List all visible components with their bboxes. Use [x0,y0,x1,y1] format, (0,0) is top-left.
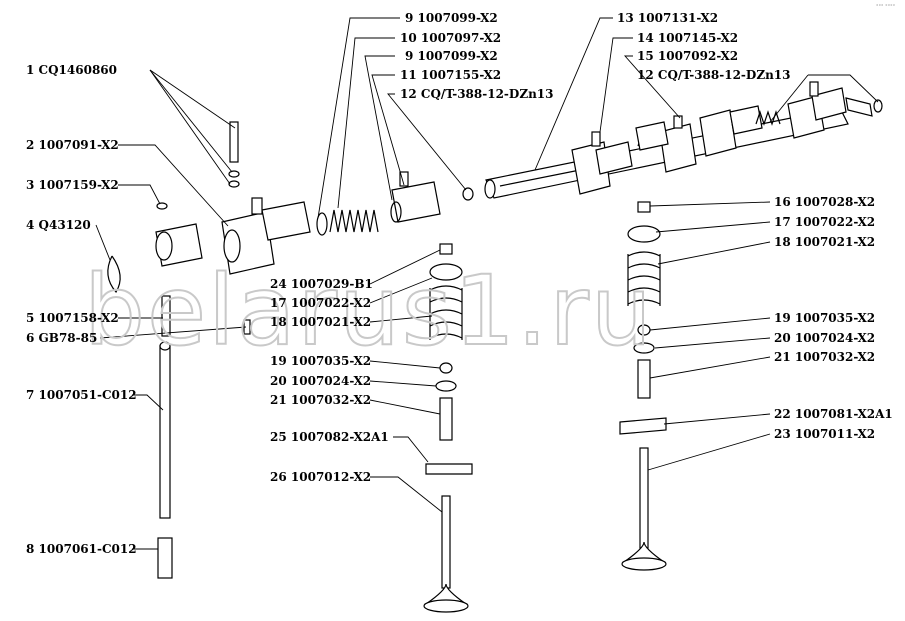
valve-middle [423,495,469,613]
valve-spring-right [627,225,661,306]
label-23: 23 1007011-X2 [774,427,875,441]
label-16: 16 1007028-X2 [774,195,875,209]
label-13: 13 1007131-X2 [617,11,718,25]
label-12-right: 12 CQ/T-388-12-DZn13 [637,68,791,82]
label-18-middle: 18 1007021-X2 [270,315,371,329]
label-4: 4 Q43120 [26,218,91,232]
split-pins [228,121,240,188]
rocker-arm-left-3 [390,171,441,223]
valve-cap-right [637,201,651,213]
label-1: 1 CQ1460860 [26,63,117,77]
label-26: 26 1007012-X2 [270,470,371,484]
valve-spring-middle [429,263,463,340]
valve-guide-right [637,359,651,399]
label-6: 6 GB78-85 [26,331,97,345]
label-7: 7 1007051-C012 [26,388,137,402]
valve-guide-middle [439,397,453,441]
rocker-arm-right-3 [699,105,763,157]
valve-cap-middle [439,243,453,255]
valve-right [621,447,667,571]
label-8: 8 1007061-C012 [26,542,137,556]
leader-lines [95,17,879,550]
push-rod [159,341,171,519]
rocker-spring-right-2 [755,110,781,126]
label-15: 15 1007092-X2 [637,49,738,63]
valve-seat-middle [425,463,473,475]
part-labels: 1 CQ1460860 2 1007091-X2 3 1007159-X2 4 … [26,11,893,556]
rocker-spring-left [316,209,379,236]
label-22: 22 1007081-X2A1 [774,407,893,421]
label-17-right: 17 1007022-X2 [774,215,875,229]
circlip [107,255,121,294]
valve-keeper-right [633,324,655,354]
rocker-arm-right-4 [787,81,847,139]
label-21-middle: 21 1007032-X2 [270,393,371,407]
parts-drawings [107,81,883,613]
tappet [157,537,173,579]
valve-seat-right [619,417,667,435]
label-2: 2 1007091-X2 [26,138,119,152]
label-9-second: 9 1007099-X2 [405,49,498,63]
label-9-top: 9 1007099-X2 [405,11,498,25]
valve-keeper-middle [435,362,457,392]
small-washers-left [156,187,474,210]
label-14: 14 1007145-X2 [637,31,738,45]
label-3: 3 1007159-X2 [26,178,119,192]
label-19-right: 19 1007035-X2 [774,311,875,325]
label-10: 10 1007097-X2 [400,31,501,45]
label-25: 25 1007082-X2A1 [270,430,389,444]
rocker-arm-right-1 [571,131,633,195]
label-17-middle: 17 1007022-X2 [270,296,371,310]
rocker-arm-left-1 [155,223,203,267]
label-12-left: 12 CQ/T-388-12-DZn13 [400,87,554,101]
label-20-middle: 20 1007024-X2 [270,374,371,388]
rocker-arm-right-2 [635,115,697,173]
label-24: 24 1007029-B1 [270,277,373,291]
label-5: 5 1007158-X2 [26,311,119,325]
corner-mark: °°° °°°° [876,4,896,10]
watermark: belarus1.ru [84,255,654,367]
label-21-right: 21 1007032-X2 [774,350,875,364]
label-18-right: 18 1007021-X2 [774,235,875,249]
label-20-right: 20 1007024-X2 [774,331,875,345]
label-19-middle: 19 1007035-X2 [270,354,371,368]
label-11: 11 1007155-X2 [400,68,501,82]
rocker-arm-left-2 [221,197,311,275]
shaft-end-plug [845,97,883,117]
